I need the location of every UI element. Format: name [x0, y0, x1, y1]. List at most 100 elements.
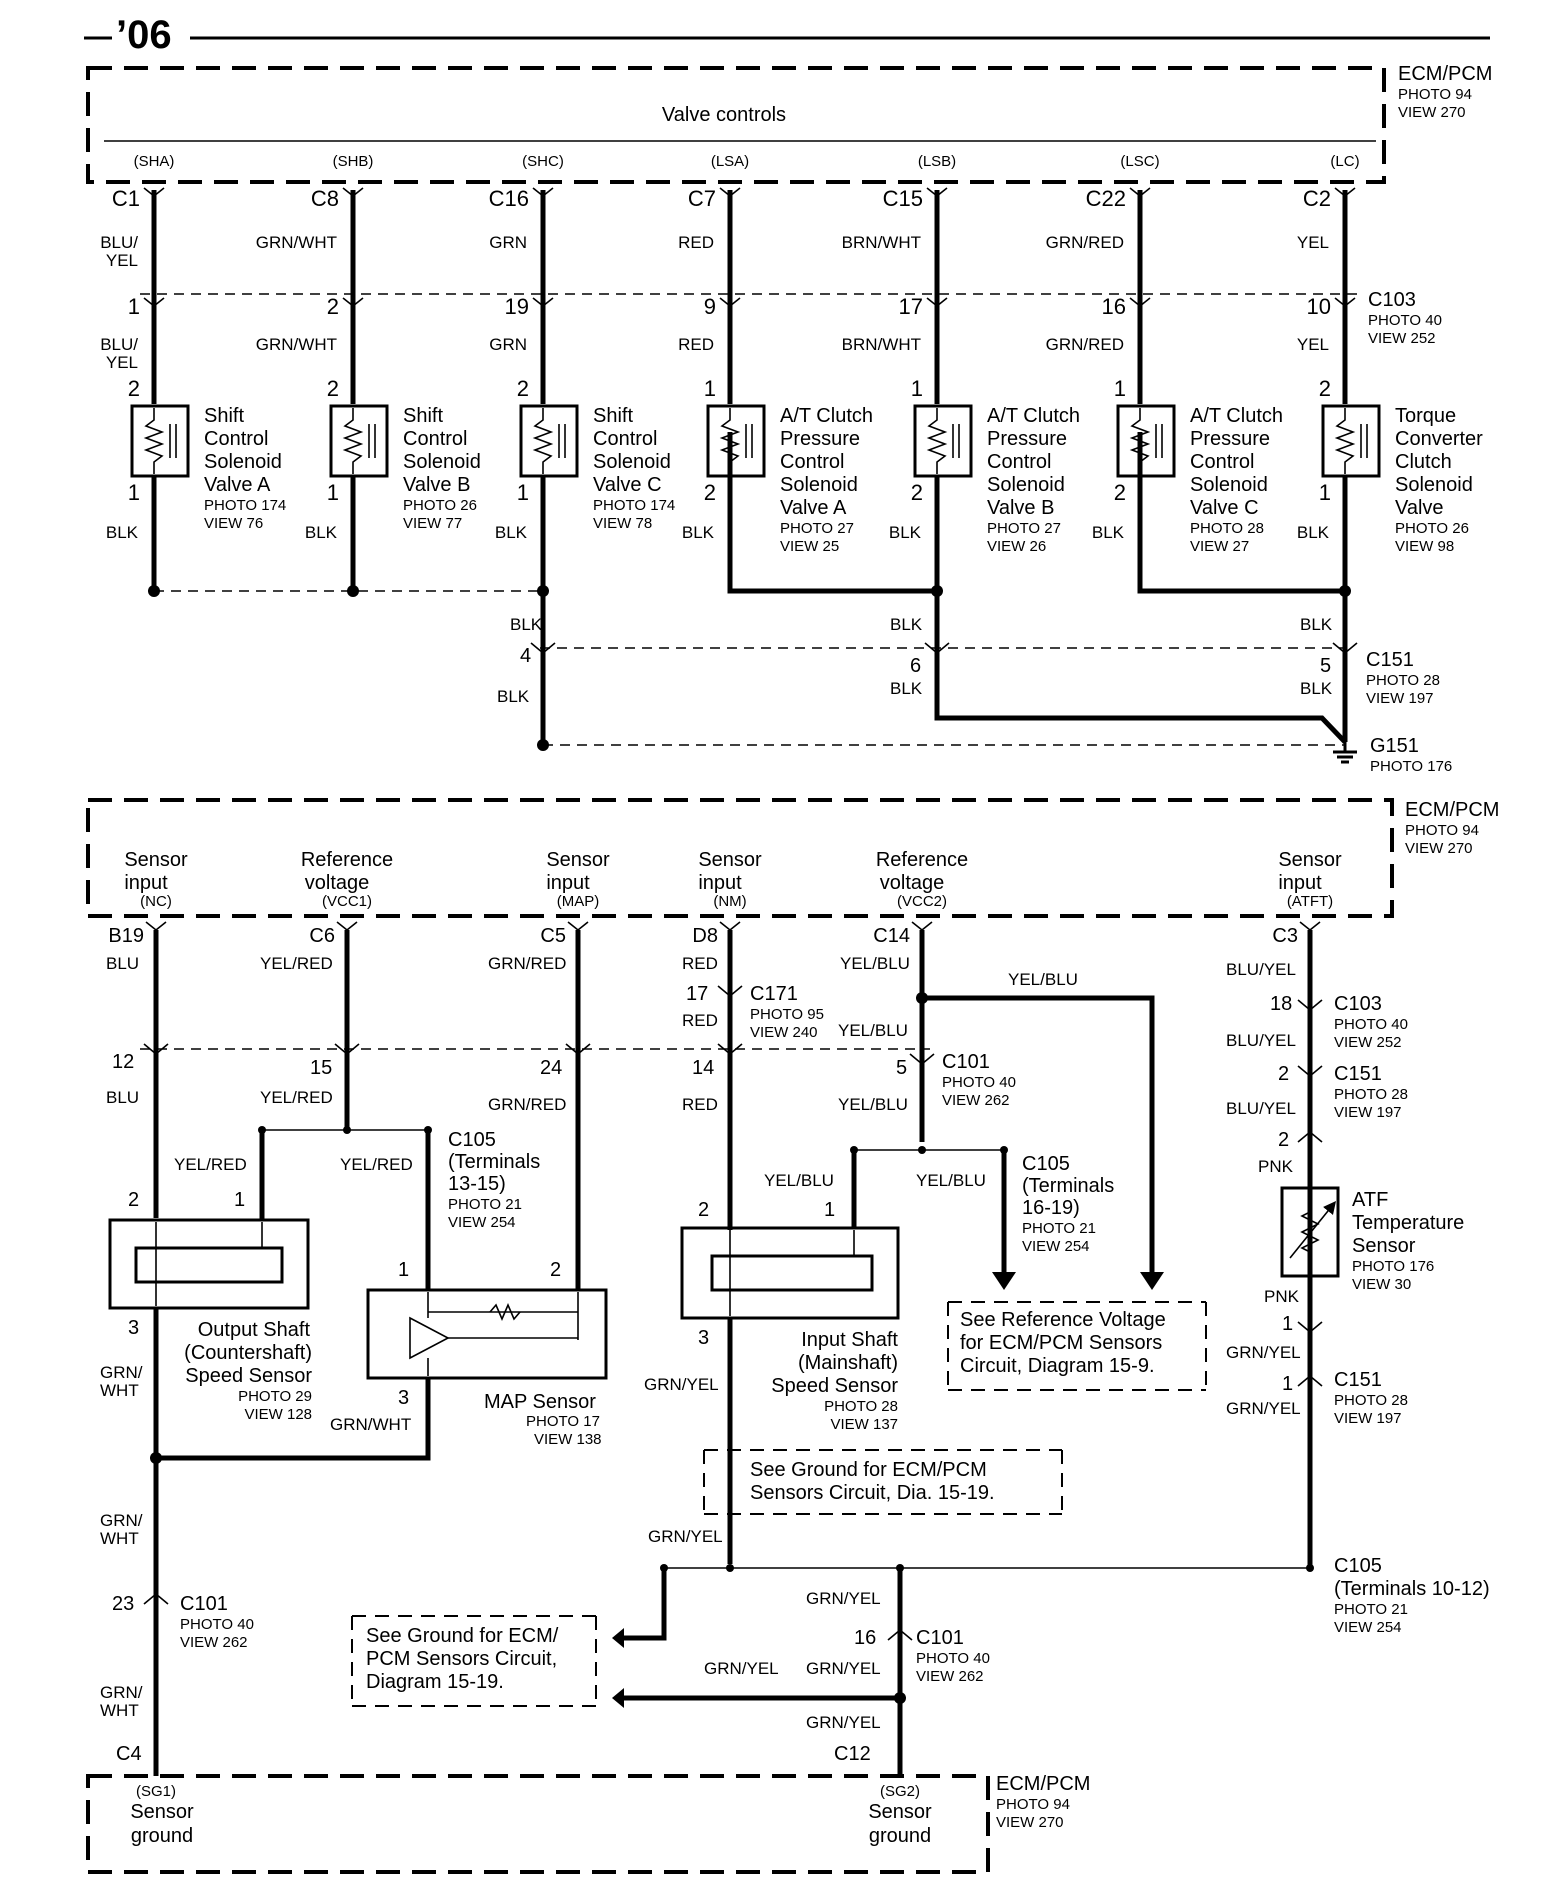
- c105a-name: C105: [448, 1129, 496, 1151]
- solenoid-photo: PHOTO 28: [1190, 520, 1264, 537]
- c101-pin-14: 14: [692, 1057, 714, 1079]
- grn-wht-wire-map: [156, 1378, 431, 1461]
- splice-dot: [347, 585, 359, 597]
- solenoid-label: Control: [204, 428, 268, 450]
- wire-grn-wht-a1: GRN/: [100, 1363, 143, 1382]
- wire-color: BLK: [106, 523, 139, 542]
- c151-wire-blk-2: BLK: [497, 687, 530, 706]
- solenoid-view: VIEW 98: [1395, 538, 1454, 555]
- solenoid-pin-top: 2: [517, 376, 529, 401]
- wire-color: BRN/WHT: [842, 335, 921, 354]
- wire-yel-blu-1: YEL/BLU: [840, 954, 910, 973]
- solenoid-label: Valve: [1395, 497, 1444, 519]
- wire-grn-yel-2: GRN/YEL: [648, 1527, 723, 1546]
- c101-mid-photo: PHOTO 40: [942, 1074, 1016, 1091]
- pin-mark: [567, 921, 589, 932]
- c103-pin: 10: [1307, 294, 1331, 319]
- solenoid-column-shb: (SHB)C8GRN/WHT2GRN/WHT21BLKShiftControlS…: [256, 153, 481, 591]
- c151c-photo: PHOTO 28: [1334, 1392, 1408, 1409]
- sg1-label: (SG1): [136, 1783, 176, 1800]
- wire-color: RED: [678, 335, 714, 354]
- wire-red-2: RED: [682, 1011, 718, 1030]
- wire-blu-yel-2: BLU/YEL: [1226, 1031, 1296, 1050]
- yel-blu-wire-ref: [922, 995, 1155, 1282]
- wire-grn-yel-5: GRN/YEL: [806, 1589, 881, 1608]
- pin-mark: [145, 921, 167, 932]
- solenoid-pin-top: 2: [1319, 376, 1331, 401]
- pin-mark: [143, 1043, 169, 1056]
- ecm-pin: C7: [688, 186, 716, 211]
- year-label: ’06: [116, 13, 172, 57]
- arrow-head: [1140, 1272, 1164, 1290]
- ecm-terminal-label: Sensor: [1278, 849, 1342, 871]
- c105c-photo: PHOTO 21: [1334, 1601, 1408, 1618]
- solenoid-column-shc: (SHC)C16GRN19GRN21BLKShiftControlSolenoi…: [489, 153, 675, 591]
- wire-color: BLK: [889, 523, 922, 542]
- note-gnd1-1: See Ground for ECM/PCM: [750, 1459, 987, 1481]
- solenoid-label: Solenoid: [593, 451, 671, 473]
- pin-mark: [1129, 297, 1151, 308]
- solenoid-valve: [519, 404, 579, 478]
- atf-label-1: ATF: [1352, 1189, 1388, 1211]
- ecm-pin: D8: [692, 925, 718, 947]
- solenoid-label: Control: [403, 428, 467, 450]
- solenoid-label: Solenoid: [403, 451, 481, 473]
- signal-label: (SHB): [333, 153, 374, 170]
- solenoid-valve: [706, 404, 766, 478]
- c101-pin-15: 15: [310, 1057, 332, 1079]
- solenoid-pin-top: 1: [704, 376, 716, 401]
- c105c-name: C105: [1334, 1555, 1382, 1577]
- ecm-pin: C5: [540, 925, 566, 947]
- solenoid-label: Valve A: [780, 497, 847, 519]
- note-ref-1: See Reference Voltage: [960, 1309, 1166, 1331]
- c151-wire-blk-3: BLK: [890, 615, 923, 634]
- out-label-1: Output Shaft: [198, 1319, 311, 1341]
- pin-mark: [334, 1043, 360, 1056]
- pin-mark: [342, 297, 364, 308]
- signal-label: (LC): [1330, 153, 1359, 170]
- input-shaft-sensor: [680, 1226, 900, 1320]
- c151c-pin-up: 1: [1282, 1313, 1293, 1335]
- wire-yel-blu-5: YEL/BLU: [764, 1171, 834, 1190]
- sg2-label: (SG2): [880, 1783, 920, 1800]
- c151-name-top: C151: [1366, 649, 1414, 671]
- solenoid-label: Pressure: [780, 428, 860, 450]
- ecm-photo-mid: PHOTO 94: [1405, 822, 1479, 839]
- c103b-pin: 18: [1270, 993, 1292, 1015]
- solenoid-view: VIEW 27: [1190, 538, 1249, 555]
- out-view: VIEW 128: [244, 1406, 312, 1423]
- signal-label: (LSB): [918, 153, 956, 170]
- solenoid-label: Shift: [593, 405, 633, 427]
- c151b-photo: PHOTO 28: [1334, 1086, 1408, 1103]
- ecm-terminal-label: input: [1278, 872, 1322, 894]
- output-shaft-sensor: [108, 1218, 310, 1310]
- solenoid-label: Valve C: [1190, 497, 1259, 519]
- in-label-2: (Mainshaft): [798, 1352, 898, 1374]
- pin-mark: [336, 921, 358, 932]
- wire-grn-wht-map: GRN/WHT: [330, 1415, 411, 1434]
- c103-pin: 16: [1102, 294, 1126, 319]
- atf-view: VIEW 30: [1352, 1276, 1411, 1293]
- wire-color: GRN/WHT: [256, 335, 337, 354]
- wire-color: BLU/: [100, 233, 138, 252]
- wire-red-1: RED: [682, 954, 718, 973]
- solenoid-column-lc: (LC)C2YEL10YEL21BLKTorqueConverterClutch…: [1297, 153, 1483, 591]
- wire-grn-yel-1: GRN/YEL: [644, 1375, 719, 1394]
- ecm-signal: (VCC1): [322, 893, 372, 910]
- ecm-terminal-label: Reference: [301, 849, 393, 871]
- c105a-terms: (Terminals: [448, 1151, 540, 1173]
- note-gnd2-2: PCM Sensors Circuit,: [366, 1648, 557, 1670]
- c151-wire-blk-5: BLK: [1300, 615, 1333, 634]
- wire-grn-yel-3: GRN/YEL: [1226, 1343, 1301, 1362]
- solenoid-label: Pressure: [987, 428, 1067, 450]
- ecm-pcm-box-bottom: [86, 798, 1394, 918]
- wire-color: GRN: [489, 335, 527, 354]
- splice-dot: [894, 1692, 906, 1704]
- c103-photo-top: PHOTO 40: [1368, 312, 1442, 329]
- map-pin-1: 1: [398, 1259, 409, 1281]
- note-ref-3: Circuit, Diagram 15-9.: [960, 1355, 1155, 1377]
- solenoid-valve: [130, 404, 190, 478]
- c101-pin-24: 24: [540, 1057, 562, 1079]
- wire-color: GRN/WHT: [256, 233, 337, 252]
